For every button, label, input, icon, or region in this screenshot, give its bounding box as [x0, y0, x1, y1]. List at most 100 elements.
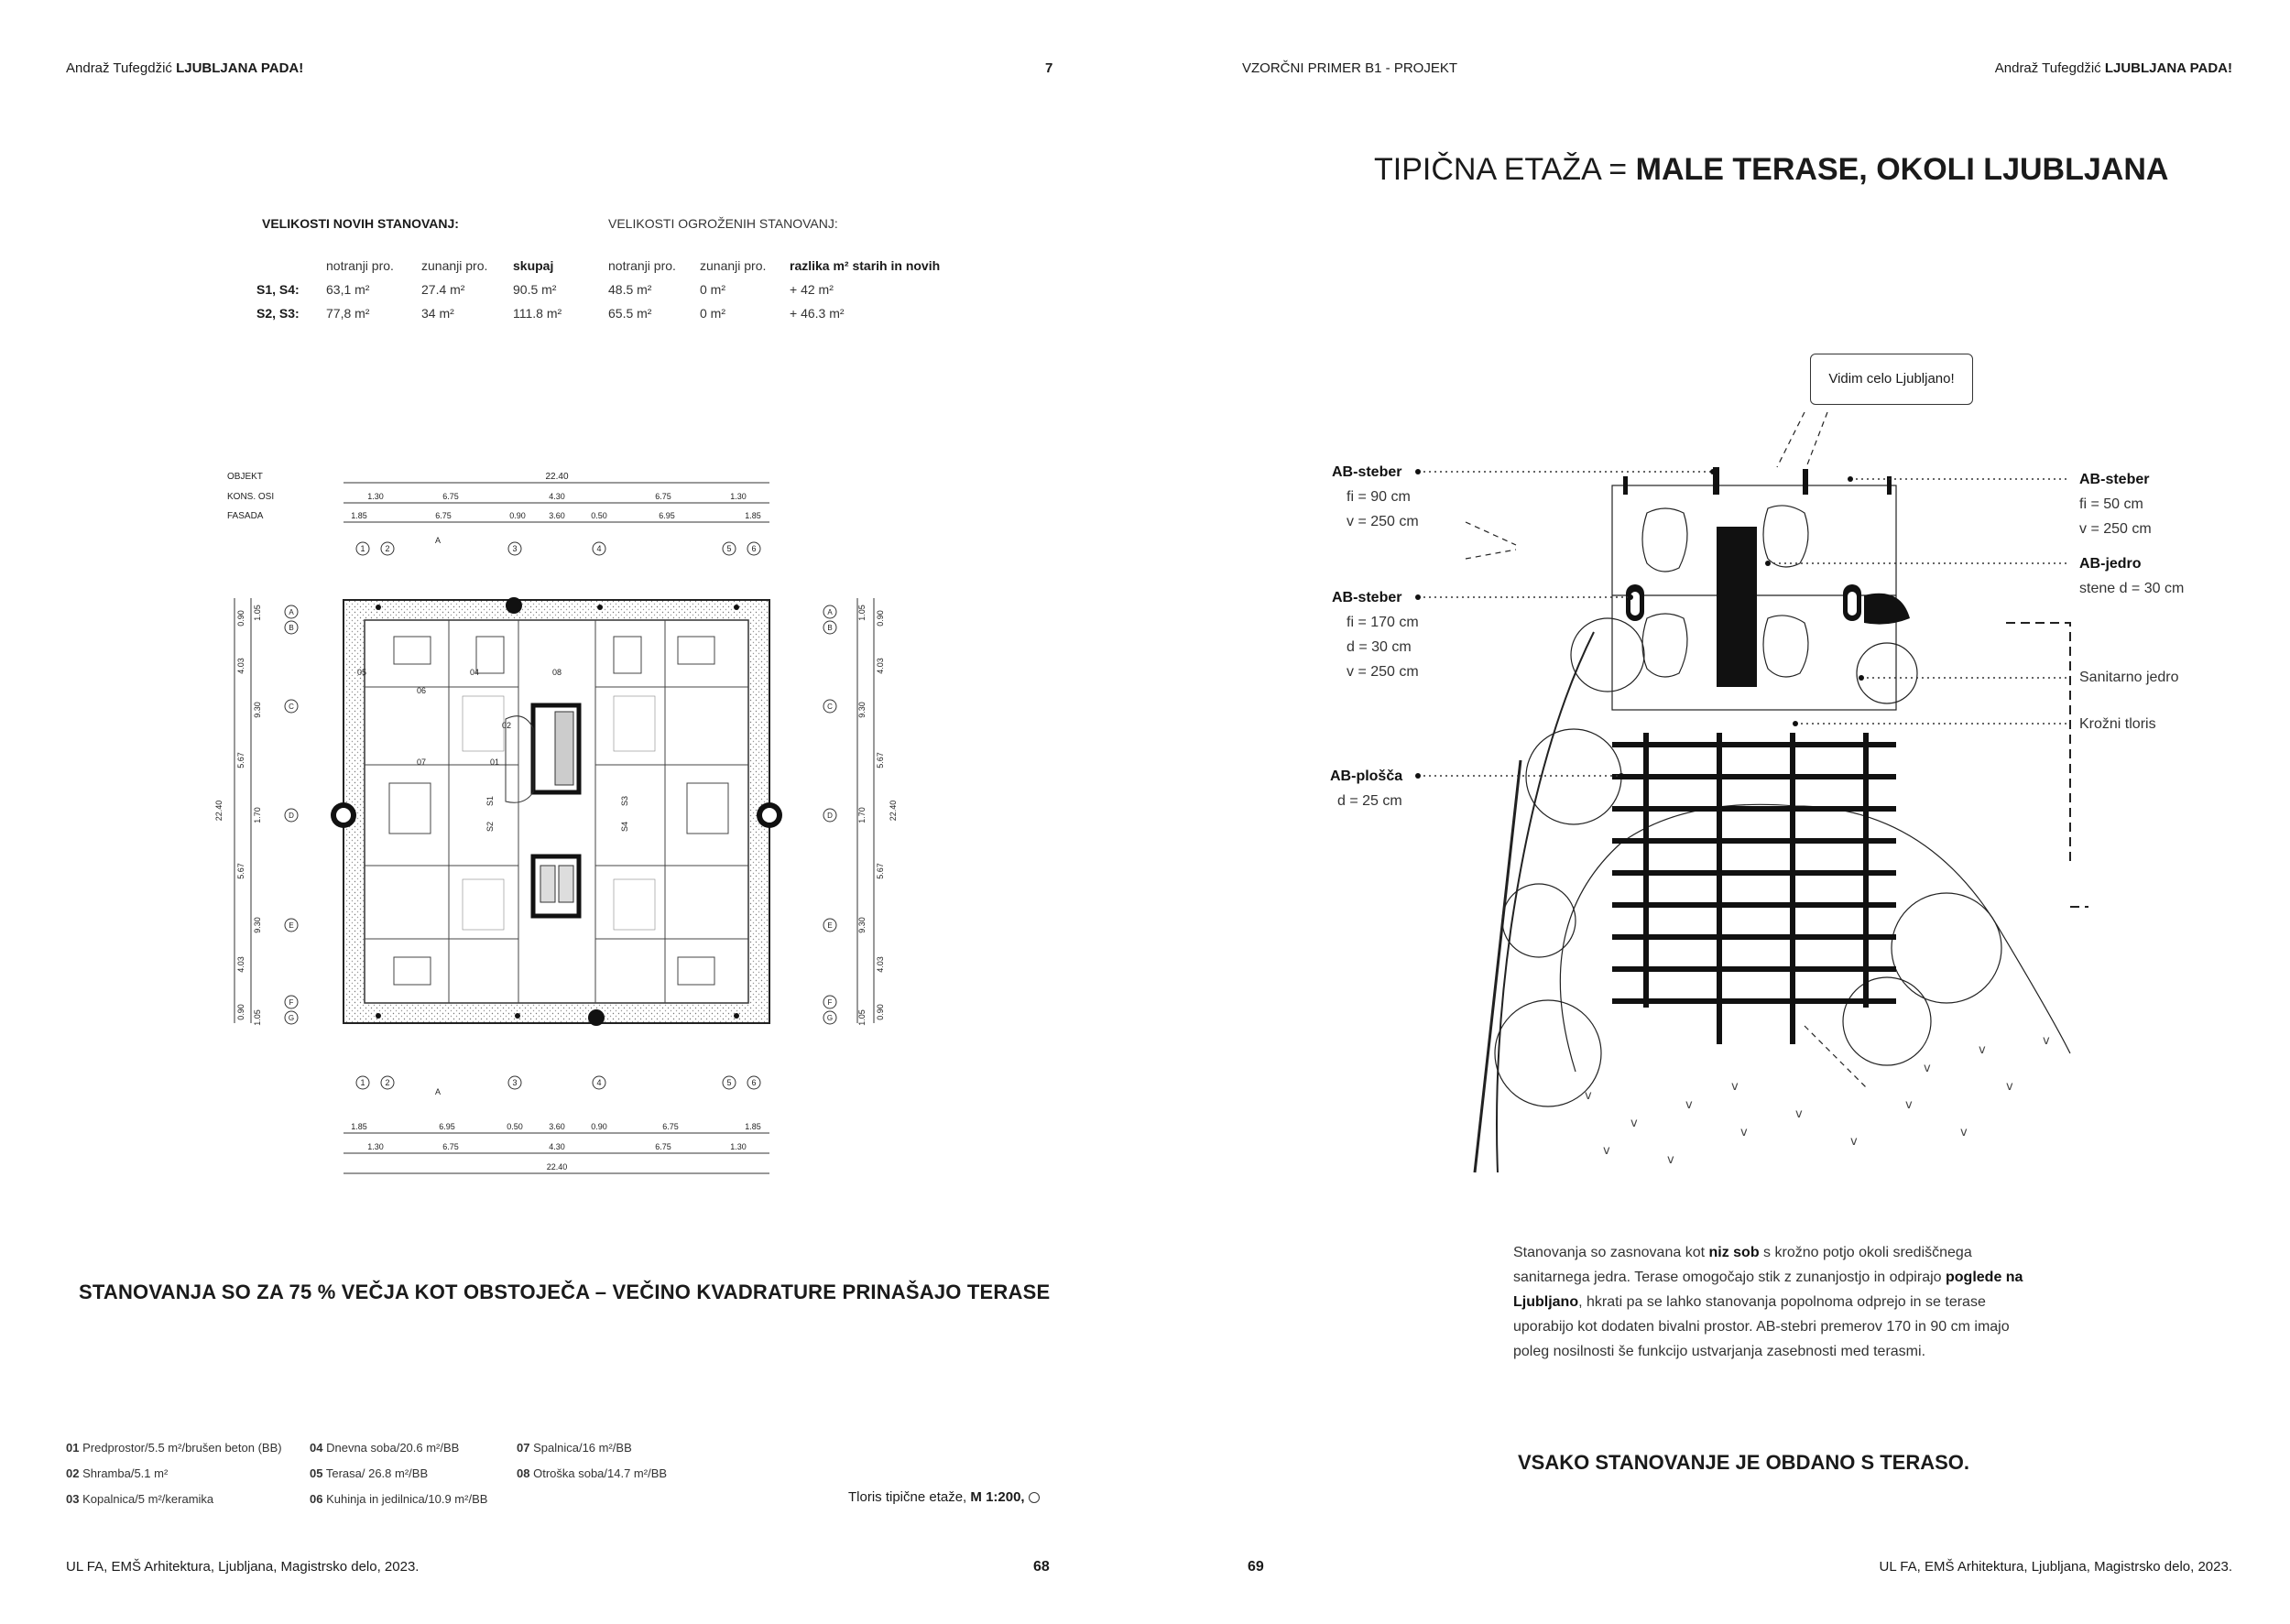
side-dim: 0.90: [876, 1004, 885, 1020]
room-label: 05: [357, 668, 366, 677]
north-icon: [1028, 1492, 1040, 1504]
annotation-sanitary: Sanitarno jedro: [2079, 670, 2179, 685]
dim-facade-bottom: 0.90: [591, 1122, 607, 1131]
left-header: Andraž Tufegdžić LJUBLJANA PADA!: [66, 60, 303, 76]
axis-number: 4: [596, 1078, 601, 1087]
axis-letter: B: [289, 624, 293, 632]
side-dim: 9.30: [857, 917, 867, 933]
svg-text:v: v: [1667, 1153, 1674, 1167]
section-mark: A: [435, 536, 441, 545]
dim-total-bottom: 22.40: [547, 1162, 568, 1172]
cell: 0 m²: [700, 306, 725, 321]
axis-letter: G: [289, 1014, 294, 1022]
room-label: 04: [470, 668, 479, 677]
col-header-6: razlika m² starih in novih: [790, 258, 941, 273]
dim-axis: 1.30: [730, 492, 747, 501]
axis-letter: A: [827, 608, 833, 616]
dim-facade: 3.60: [549, 511, 565, 520]
right-header-left: VZORČNI PRIMER B1 - PROJEKT: [1242, 60, 1458, 76]
col-header-3: skupaj: [513, 258, 554, 273]
side-dim: 4.03: [236, 658, 245, 674]
axis-letter: G: [827, 1014, 833, 1022]
side-dim: 5.67: [236, 752, 245, 768]
axonometric-drawing: vvv vvv vvv vvv vvv: [1465, 412, 2088, 1173]
side-dim: 4.03: [876, 658, 885, 674]
side-dim: 1.70: [857, 807, 867, 823]
axis-number: 1: [360, 1078, 365, 1087]
axis-number: 1: [360, 544, 365, 553]
annotation-column-170: AB-steber fi = 170 cm d = 30 cm v = 250 …: [1332, 590, 1419, 680]
svg-text:v: v: [2006, 1080, 2013, 1094]
closing-statement: VSAKO STANOVANJE JE OBDANO S TERASO.: [1518, 1451, 1970, 1474]
legend-item: 07 Spalnica/16 m²/BB: [517, 1441, 632, 1455]
dim-facade: 1.85: [745, 511, 761, 520]
side-dim: 9.30: [253, 917, 262, 933]
room-label: S4: [620, 822, 629, 832]
new-sizes-title: VELIKOSTI NOVIH STANOVANJ:: [262, 216, 459, 231]
dim-facade: 6.95: [659, 511, 675, 520]
annotation-column-90: AB-steber fi = 90 cm v = 250 cm: [1332, 464, 1419, 529]
room-label: S1: [485, 796, 495, 806]
side-dim: 0.90: [876, 610, 885, 627]
dim-row-konsosi: KONS. OSI: [227, 492, 274, 502]
dim-facade: 0.90: [509, 511, 526, 520]
axis-number: 4: [596, 544, 601, 553]
side-dim: 0.90: [236, 610, 245, 627]
room-label: 02: [502, 721, 511, 730]
side-dim: 0.90: [236, 1004, 245, 1020]
dim-axis-bottom: 1.30: [730, 1142, 747, 1151]
svg-text:v: v: [2043, 1034, 2050, 1048]
left-header-title: LJUBLJANA PADA!: [176, 60, 304, 76]
room-label: 08: [552, 668, 562, 677]
cell: + 46.3 m²: [790, 306, 845, 321]
col-header-4: notranji pro.: [608, 258, 676, 273]
floor-plan: OBJEKT KONS. OSI FASADA 22.40 1.30 6.75 …: [214, 472, 898, 1174]
legend-item: 02 Shramba/5.1 m²: [66, 1466, 169, 1480]
col-header-2: zunanji pro.: [421, 258, 488, 273]
right-page-number: 69: [1248, 1559, 1264, 1575]
dim-axis: 6.75: [655, 492, 671, 501]
room-label: 06: [417, 686, 426, 695]
side-dim: 22.40: [214, 801, 224, 822]
legend-item: 06 Kuhinja in jedilnica/10.9 m²/BB: [310, 1492, 488, 1506]
axis-number: 2: [385, 544, 389, 553]
axis-letter: D: [827, 812, 833, 820]
page-title: TIPIČNA ETAŽA = MALE TERASE, OKOLI LJUBL…: [1374, 152, 2169, 187]
dim-total-top: 22.40: [545, 472, 568, 482]
svg-text:v: v: [1905, 1098, 1913, 1112]
side-dim: 1.05: [857, 1009, 867, 1026]
room-label: 07: [417, 758, 426, 767]
dim-axis-bottom: 6.75: [442, 1142, 459, 1151]
axis-letter: F: [828, 998, 833, 1007]
side-dim: 1.70: [253, 807, 262, 823]
cell: 27.4 m²: [421, 282, 465, 297]
svg-text:v: v: [1850, 1135, 1858, 1149]
dim-facade-bottom: 6.95: [439, 1122, 455, 1131]
svg-text:v: v: [1740, 1126, 1748, 1139]
side-dim: 1.05: [253, 605, 262, 621]
dim-row-objekt: OBJEKT: [227, 472, 263, 482]
dim-axis-bottom: 6.75: [655, 1142, 671, 1151]
right-header-title: LJUBLJANA PADA!: [2104, 60, 2232, 76]
cell: 48.5 m²: [608, 282, 652, 297]
cell: 90.5 m²: [513, 282, 557, 297]
row-label-s1: S1, S4:: [256, 282, 300, 297]
side-dim: 4.03: [236, 956, 245, 973]
dim-axis: 1.30: [367, 492, 384, 501]
axis-number: 2: [385, 1078, 389, 1087]
dim-axis-bottom: 1.30: [367, 1142, 384, 1151]
cell: 65.5 m²: [608, 306, 652, 321]
svg-text:v: v: [1630, 1117, 1638, 1130]
dim-facade-bottom: 6.75: [662, 1122, 679, 1131]
dim-facade-bottom: 1.85: [351, 1122, 367, 1131]
svg-text:v: v: [1960, 1126, 1968, 1139]
side-dim: 1.05: [857, 605, 867, 621]
axis-number: 6: [751, 1078, 756, 1087]
legend-item: 05 Terasa/ 26.8 m²/BB: [310, 1466, 429, 1480]
room-label: S2: [485, 822, 495, 832]
svg-text:v: v: [1685, 1098, 1693, 1112]
svg-text:v: v: [1795, 1107, 1803, 1121]
axis-number: 3: [512, 544, 517, 553]
dim-axis: 4.30: [549, 492, 565, 501]
axis-letter: B: [827, 624, 832, 632]
